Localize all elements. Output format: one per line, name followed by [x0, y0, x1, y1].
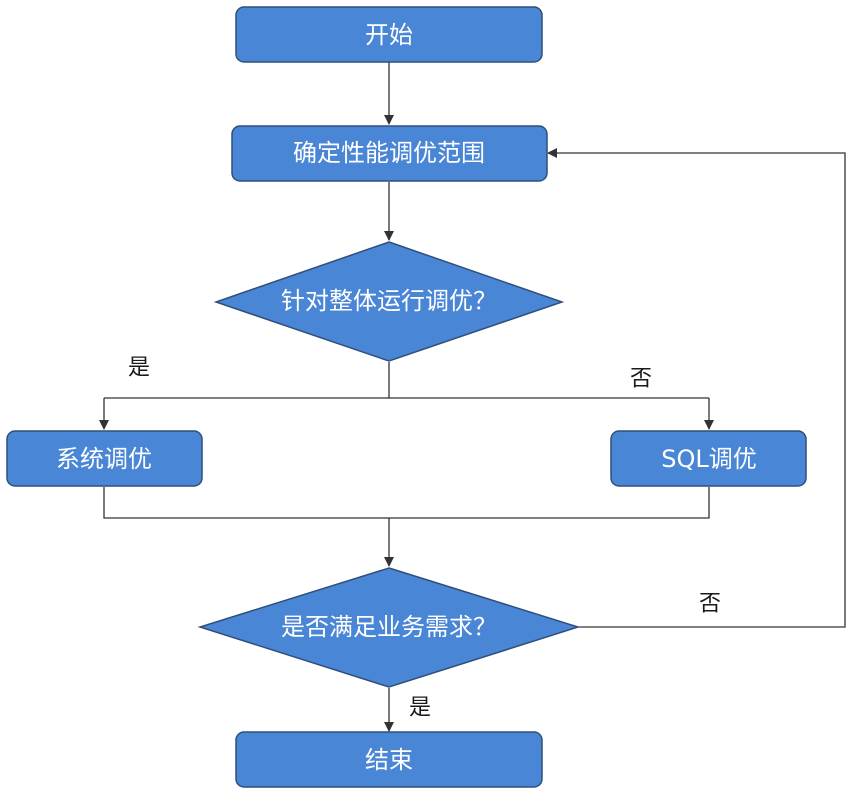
- node-system-tuning: 系统调优: [6, 430, 203, 487]
- node-sql-tuning: SQL调优: [610, 430, 807, 487]
- node-sql-tuning-shape: [610, 430, 807, 487]
- label-meets-yes: 是: [409, 696, 431, 721]
- node-start: 开始: [235, 6, 543, 63]
- label-overall-yes: 是: [128, 356, 150, 381]
- edge-loop-back: [547, 148, 846, 628]
- label-meets-no: 否: [699, 592, 721, 617]
- node-end-shape: [235, 731, 543, 788]
- node-decision-meets: 是否满足业务需求？: [197, 567, 581, 688]
- edge-labels: 是 否 否 是: [128, 356, 721, 721]
- edges: [99, 62, 846, 732]
- node-define-scope-label: 确定性能调优范围: [293, 139, 485, 167]
- node-system-tuning-shape: [6, 430, 203, 487]
- node-system-tuning-label: 系统调优: [56, 445, 152, 473]
- label-overall-no: 否: [630, 367, 652, 392]
- edge-merge: [103, 487, 710, 519]
- node-decision-overall-shape: [213, 241, 565, 362]
- node-decision-overall: 针对整体运行调优？: [213, 241, 565, 362]
- node-decision-overall-label: 针对整体运行调优？: [281, 287, 497, 315]
- node-start-label: 开始: [365, 21, 413, 49]
- nodes: 开始 确定性能调优范围 针对整体运行调优？ 系统调优 SQL调优 是否满足业务需…: [6, 6, 807, 788]
- node-end-label: 结束: [365, 746, 413, 774]
- node-define-scope-shape: [231, 125, 548, 182]
- node-define-scope: 确定性能调优范围: [231, 125, 548, 182]
- node-decision-meets-shape: [197, 567, 581, 688]
- node-start-shape: [235, 6, 543, 63]
- node-sql-tuning-label: SQL调优: [661, 445, 757, 473]
- node-decision-meets-label: 是否满足业务需求？: [281, 613, 497, 641]
- node-end: 结束: [235, 731, 543, 788]
